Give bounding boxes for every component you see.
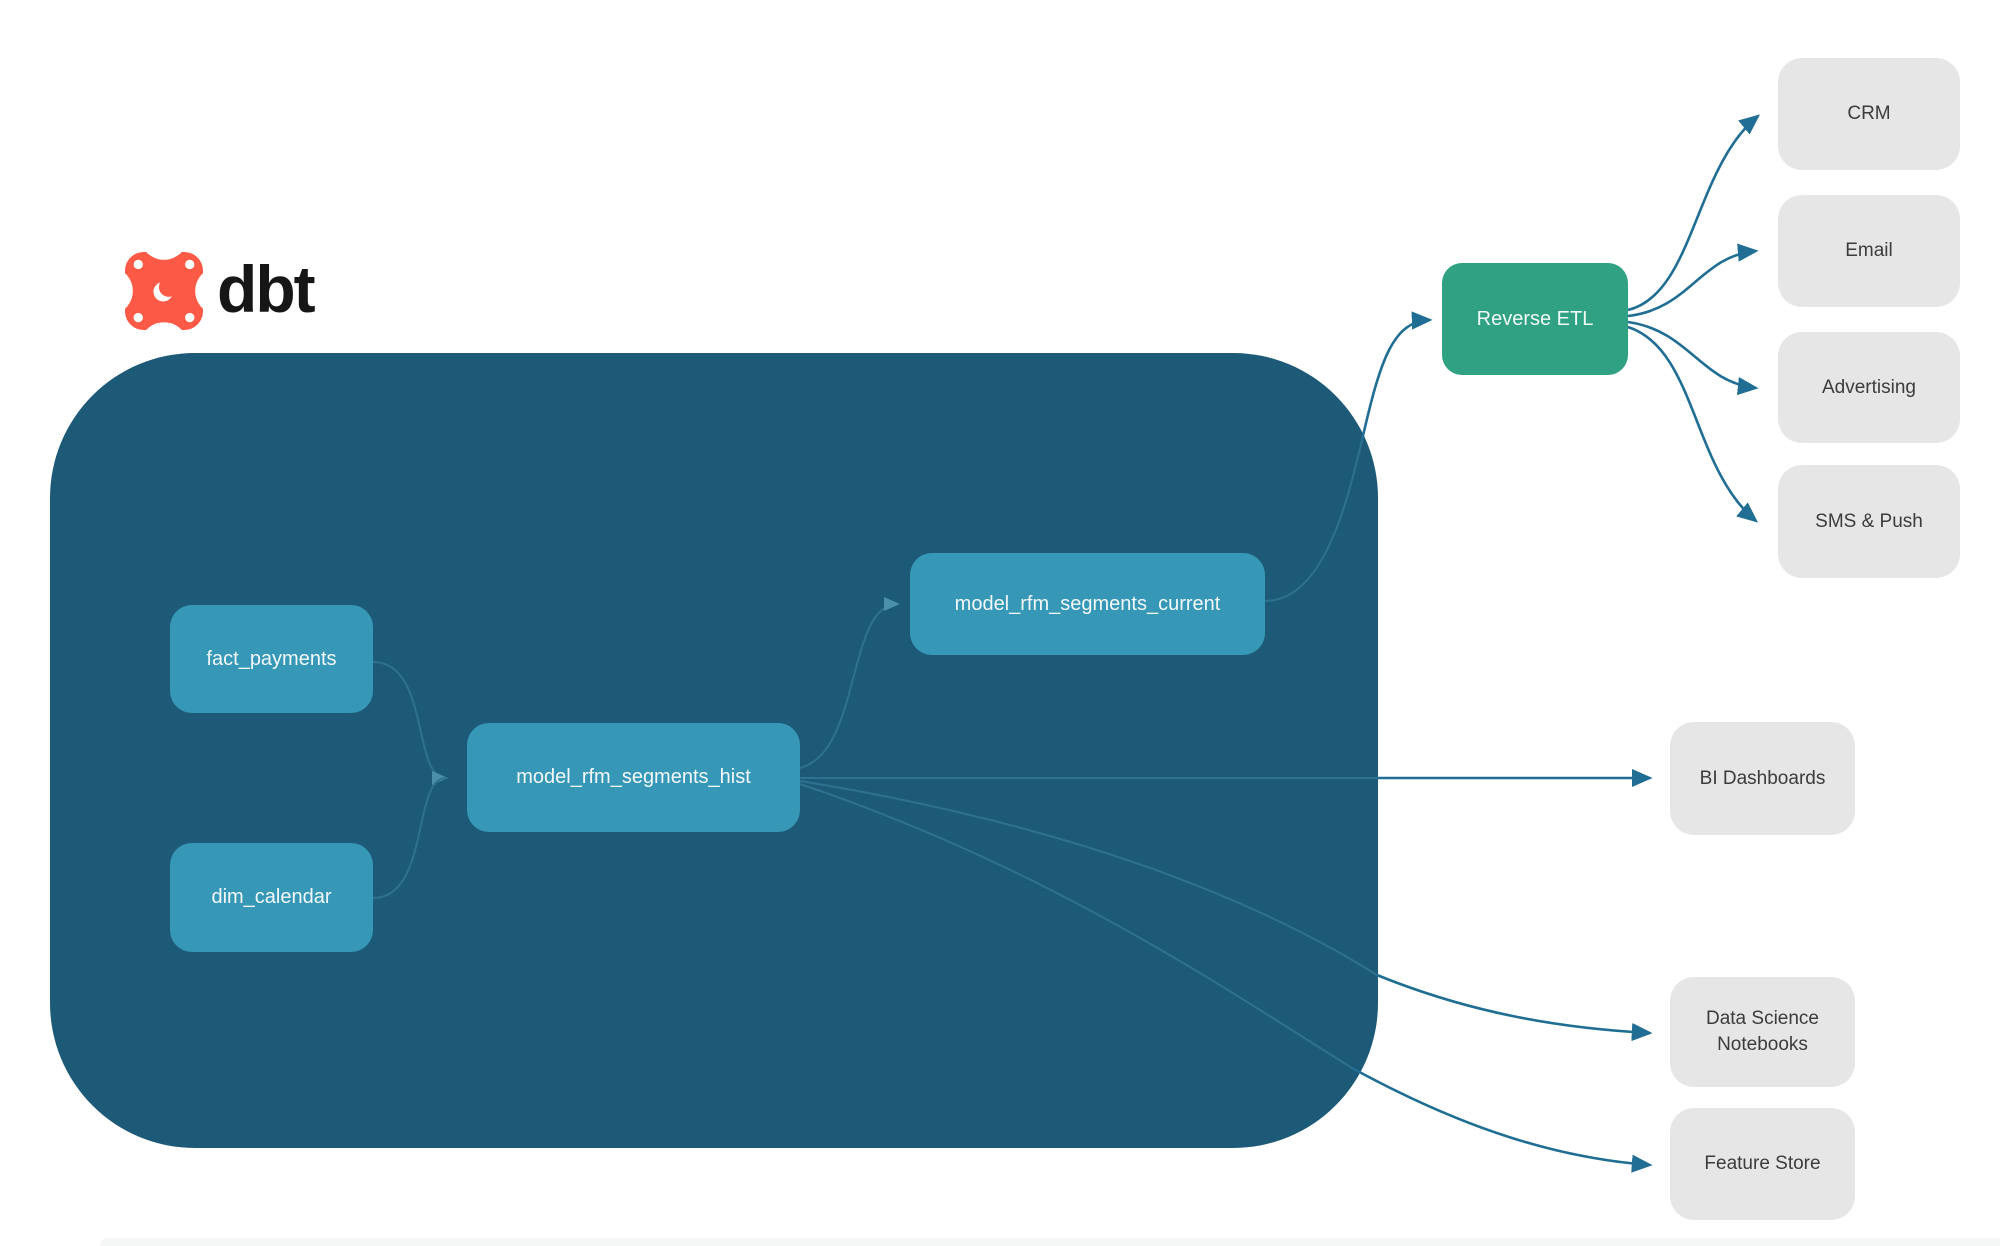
edge-current-to-reverseetl-outer xyxy=(1360,311,1433,441)
node-label: Advertising xyxy=(1822,376,1916,398)
dbt-logo-icon xyxy=(125,252,203,330)
node-label: Data Science Notebooks xyxy=(1705,1008,1819,1055)
node-label: dim_calendar xyxy=(211,886,332,908)
node-label: Reverse ETL xyxy=(1476,307,1594,330)
node-fact-payments: fact_payments xyxy=(170,605,373,713)
edge-hist-to-datascience-inner xyxy=(799,780,1378,976)
node-label: Email xyxy=(1845,240,1893,262)
node-model-rfm-segments-hist: model_rfm_segments_hist xyxy=(467,723,800,832)
edge-reverseetl-to-crm xyxy=(1627,114,1761,312)
node-label: model_rfm_segments_current xyxy=(954,592,1221,615)
node-label: SMS & Push xyxy=(1815,510,1923,532)
edge-reverseetl-to-advertising xyxy=(1627,320,1759,396)
dbt-logo: dbt xyxy=(125,252,316,330)
node-bi-dashboards: BI Dashboards xyxy=(1670,722,1855,835)
dbt-wordmark: dbt xyxy=(217,252,316,326)
edge-reverseetl-to-email xyxy=(1627,243,1759,318)
node-sms-push: SMS & Push xyxy=(1778,465,1960,578)
edge-current-to-reverseetl-inner xyxy=(1264,439,1363,602)
node-data-science-notebooks: Data Science Notebooks xyxy=(1670,977,1855,1087)
node-label: Feature Store xyxy=(1704,1153,1821,1175)
node-label: model_rfm_segments_hist xyxy=(516,766,751,788)
node-reverse-etl: Reverse ETL xyxy=(1442,263,1628,375)
node-email: Email xyxy=(1778,195,1960,307)
node-feature-store: Feature Store xyxy=(1670,1108,1855,1220)
edge-hist-to-datascience-outer xyxy=(1376,973,1653,1042)
node-advertising: Advertising xyxy=(1778,332,1960,443)
node-label: BI Dashboards xyxy=(1699,767,1826,789)
bottom-strip xyxy=(100,1238,2000,1246)
edge-reverseetl-to-smspush xyxy=(1627,325,1759,523)
node-model-rfm-segments-current: model_rfm_segments_current xyxy=(910,553,1265,655)
edge-hist-to-current xyxy=(799,597,900,769)
node-label: CRM xyxy=(1847,103,1891,125)
edge-dim-calendar-to-hist xyxy=(372,777,447,899)
node-label: fact_payments xyxy=(206,647,337,670)
edge-hist-to-featurestore-outer xyxy=(1351,1066,1653,1173)
edge-hist-to-featurestore-inner xyxy=(799,783,1353,1069)
node-dim-calendar: dim_calendar xyxy=(170,843,373,952)
edge-fact-payments-to-hist xyxy=(372,661,448,785)
node-crm: CRM xyxy=(1778,58,1960,170)
